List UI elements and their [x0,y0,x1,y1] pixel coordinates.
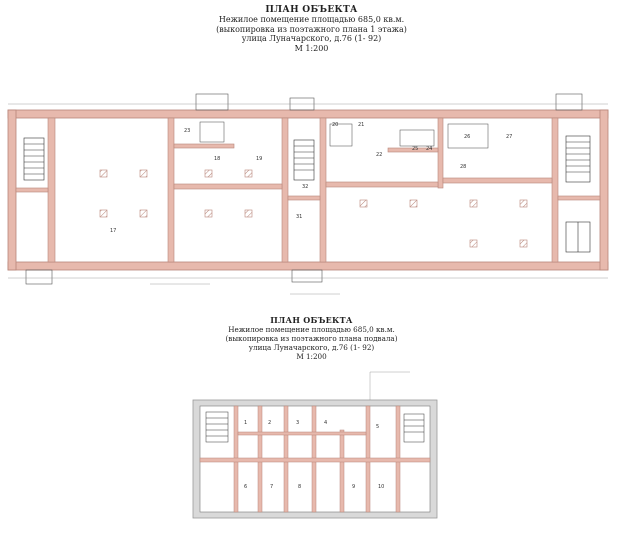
room-label: 1 [244,420,247,426]
room-label: 3 [296,420,299,426]
room-label: 6 [244,484,247,490]
room-label: 28 [460,164,466,170]
room-label: 23 [184,128,190,134]
outer-walls [7,109,609,271]
sanitary-block [199,121,489,149]
plan-subtitle-1b: (выкопировка из поэтажного плана 1 этажа… [216,24,407,34]
plan-heading-1: ПЛАН ОБЪЕКТА [265,5,358,15]
columns [99,169,528,248]
plan-subtitle-2c: улица Луначарского, д.76 (1- 92) [248,343,375,352]
plan-scale-2: М 1:200 [296,352,327,361]
room-label: 4 [324,420,327,426]
basement-dimension [369,371,410,400]
plan-scale-1: М 1:200 [294,43,329,53]
room-label: 22 [376,152,382,158]
staircase-middle [293,139,315,181]
plan-title-block-2: ПЛАН ОБЪЕКТА Нежилое помещение площадью … [0,315,623,361]
floor-plan-1: 23 18 19 17 20 21 22 25 24 26 27 28 32 3… [7,93,609,295]
room-label: 17 [110,228,116,234]
interior-walls [15,117,601,263]
room-label: 21 [358,122,364,128]
staircase-left [23,137,45,181]
room-label: 25 [412,146,418,152]
room-label: 5 [376,424,379,430]
plan-title-block-1: ПЛАН ОБЪЕКТА Нежилое помещение площадью … [0,5,623,53]
plan-subtitle-2b: (выкопировка из поэтажного плана подвала… [225,334,398,343]
room-label: 18 [214,156,220,162]
plan-subtitle-2a: Нежилое помещение площадью 685,0 кв.м. [228,325,395,334]
room-label: 9 [352,484,355,490]
room-label: 31 [296,214,302,220]
room-label: 7 [270,484,273,490]
room-label: 20 [332,122,338,128]
dimension-lines [8,103,608,295]
room-label: 19 [256,156,262,162]
plan-subtitle-1c: улица Луначарского, д.76 (1- 92) [241,34,382,43]
room-labels-lower: 1 2 3 4 5 6 7 8 9 10 [244,420,384,490]
room-label: 27 [506,134,512,140]
room-label: 24 [426,146,432,152]
staircase-right [565,135,591,253]
plan-subtitle-1a: Нежилое помещение площадью 685,0 кв.м. [218,15,405,24]
basement-stairs [205,411,425,443]
room-label: 2 [268,420,271,426]
basement-walls [199,405,431,513]
plan-heading-2: ПЛАН ОБЪЕКТА [270,315,353,325]
room-label: 32 [302,184,308,190]
room-labels-upper: 23 18 19 17 20 21 22 25 24 26 27 28 32 3… [110,122,512,234]
room-label: 26 [464,134,470,140]
room-label: 8 [298,484,301,490]
room-label: 10 [378,484,384,490]
basement-outline [192,399,438,519]
